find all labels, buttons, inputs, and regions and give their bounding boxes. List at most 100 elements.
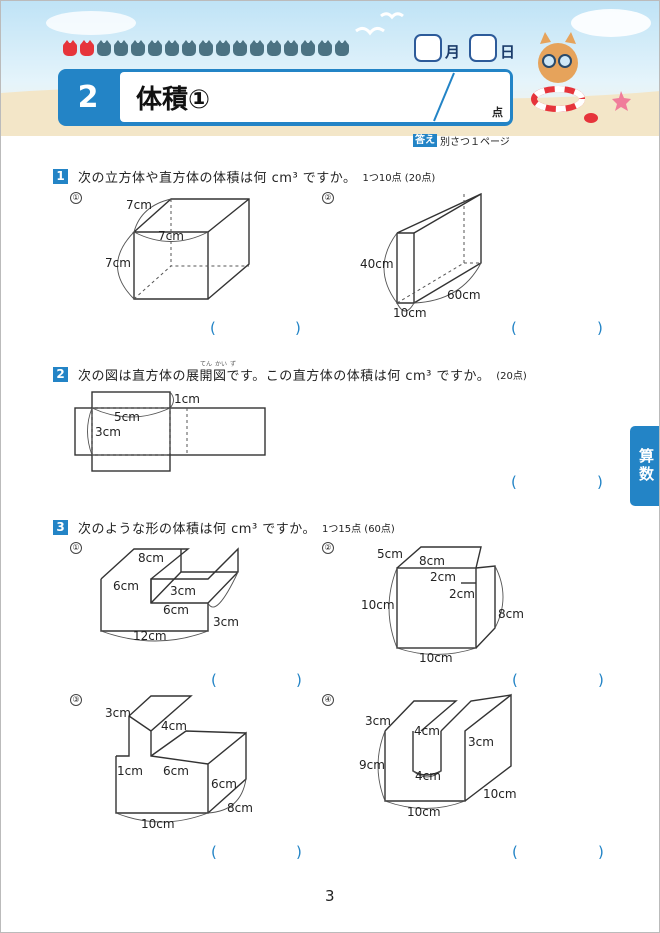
dimension-label: 8cm <box>419 554 445 568</box>
dimension-label: 10cm <box>419 651 453 665</box>
subject-tab: 算数 <box>630 426 659 506</box>
ruby-text: てん <box>200 361 213 368</box>
question-2-header: 2 次の図は直方体の展開図です。この直方体の体積は何 cm³ ですか。 (20点… <box>53 365 527 384</box>
dimension-label: 4cm <box>415 769 441 783</box>
progress-cat-icon <box>131 40 145 56</box>
shape-figure-4 <box>377 693 512 809</box>
day-input[interactable] <box>469 34 497 62</box>
answer-paren-open: ( <box>511 473 517 491</box>
answer-badge: 答え <box>413 134 437 147</box>
question-points: 1つ15点 (60点) <box>322 524 395 535</box>
dimension-label: 10cm <box>141 817 175 831</box>
dimension-label: 60cm <box>447 288 481 302</box>
answer-field[interactable] <box>524 473 594 493</box>
answer-field[interactable] <box>223 319 293 339</box>
progress-cat-icon <box>335 40 349 56</box>
dimension-label: 3cm <box>365 714 391 728</box>
answer-paren-close: ) <box>598 671 604 689</box>
dimension-label: 6cm <box>163 764 189 778</box>
score-label: 点 <box>492 106 503 119</box>
question-text: 次のような形の体積は何 cm³ ですか。 <box>78 522 317 537</box>
dimension-label: 6cm <box>113 579 139 593</box>
question-3-header: 3 次のような形の体積は何 cm³ ですか。 1つ15点 (60点) <box>53 518 395 537</box>
day-label: 日 <box>500 43 516 61</box>
answer-field[interactable] <box>525 843 595 863</box>
progress-cat-icon <box>114 40 128 56</box>
crab-icon <box>584 113 598 123</box>
answer-paren-open: ( <box>211 843 217 861</box>
progress-cat-icon <box>80 40 94 56</box>
progress-cat-icon <box>165 40 179 56</box>
answer-paren-close: ) <box>597 319 603 337</box>
answer-field[interactable] <box>224 671 294 691</box>
item-mark: ② <box>322 192 334 204</box>
answer-paren-open: ( <box>511 319 517 337</box>
dimension-label: 1cm <box>117 764 143 778</box>
unit-number: 2 <box>77 80 99 115</box>
progress-cat-icon <box>250 40 264 56</box>
page-number: 3 <box>325 887 335 905</box>
dimension-label: 2cm <box>430 570 456 584</box>
progress-cats <box>63 40 349 56</box>
dimension-label: 3cm <box>95 425 121 439</box>
answer-field[interactable] <box>224 843 294 863</box>
progress-cat-icon <box>318 40 332 56</box>
question-points: (20点) <box>496 371 527 382</box>
question-number: 3 <box>53 520 68 535</box>
answer-field[interactable] <box>524 319 594 339</box>
dimension-label: 10cm <box>483 787 517 801</box>
question-text: 次の立方体や直方体の体積は何 cm³ ですか。 <box>78 171 357 186</box>
answer-paren-close: ) <box>296 843 302 861</box>
dimension-label: 2cm <box>449 587 475 601</box>
dimension-label: 1cm <box>174 392 200 406</box>
dimension-label: 7cm <box>158 229 184 243</box>
question-1-header: 1 次の立方体や直方体の体積は何 cm³ ですか。 1つ10点 (20点) <box>53 167 435 186</box>
item-mark: ① <box>70 542 82 554</box>
progress-cat-icon <box>97 40 111 56</box>
progress-cat-icon <box>63 40 77 56</box>
dimension-label: 9cm <box>359 758 385 772</box>
question-points: 1つ10点 (20点) <box>362 173 436 184</box>
item-mark: ① <box>70 192 82 204</box>
progress-cat-icon <box>199 40 213 56</box>
progress-cat-icon <box>216 40 230 56</box>
progress-cat-icon <box>182 40 196 56</box>
page-title: 体積① <box>136 85 211 115</box>
dimension-label: 8cm <box>138 551 164 565</box>
answer-paren-close: ) <box>597 473 603 491</box>
dimension-label: 40cm <box>360 257 394 271</box>
dimension-label: 8cm <box>498 607 524 621</box>
dimension-label: 6cm <box>211 777 237 791</box>
answer-paren-open: ( <box>210 319 216 337</box>
item-mark: ③ <box>70 694 82 706</box>
item-mark: ② <box>322 542 334 554</box>
dimension-label: 5cm <box>377 547 403 561</box>
question-number: 1 <box>53 169 68 184</box>
dimension-label: 8cm <box>227 801 253 815</box>
month-input[interactable] <box>414 34 442 62</box>
month-label: 月 <box>445 43 461 61</box>
dimension-label: 10cm <box>407 805 441 819</box>
question-number: 2 <box>53 367 68 382</box>
answer-paren-open: ( <box>512 671 518 689</box>
dimension-label: 10cm <box>361 598 395 612</box>
answer-field[interactable] <box>525 671 595 691</box>
ruby-text: ず <box>230 361 237 368</box>
progress-cat-icon <box>301 40 315 56</box>
dimension-label: 4cm <box>414 724 440 738</box>
starfish-icon <box>612 91 631 111</box>
answer-paren-close: ) <box>296 671 302 689</box>
progress-cat-icon <box>233 40 247 56</box>
answer-reference: 答え 別さつ１ページ <box>413 133 510 148</box>
progress-cat-icon <box>267 40 281 56</box>
dimension-label: 7cm <box>126 198 152 212</box>
answer-paren-close: ) <box>295 319 301 337</box>
net-figure <box>74 391 266 472</box>
shape-figure-2 <box>388 546 504 655</box>
progress-cat-icon <box>148 40 162 56</box>
dimension-label: 3cm <box>468 735 494 749</box>
dog-mascot-icon <box>531 32 585 112</box>
dimension-label: 7cm <box>105 256 131 270</box>
